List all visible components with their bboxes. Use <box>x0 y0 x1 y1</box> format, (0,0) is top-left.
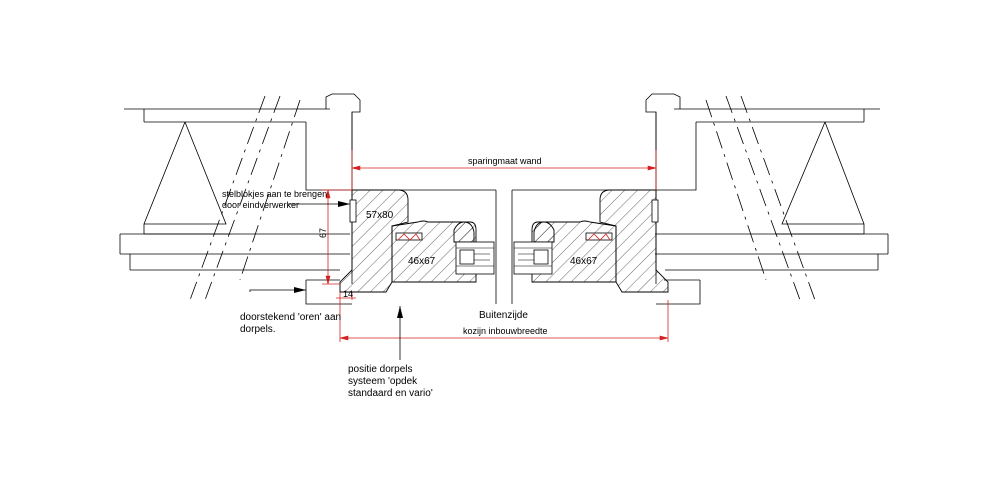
profile-57x80-label: 57x80 <box>366 210 394 221</box>
positie-text-2: systeem 'opdek <box>348 376 418 387</box>
stelblokjes-text-2: door eindverwerker <box>222 200 299 210</box>
dim-14-label: 14 <box>343 289 353 299</box>
oren-text-2: dorpels. <box>240 324 276 335</box>
positie-leader <box>397 306 403 360</box>
left-sash-profile <box>391 220 495 283</box>
positie-text-3: standaard en vario' <box>348 388 433 399</box>
sparingmaat-label: sparingmaat wand <box>468 156 542 166</box>
buitenzijde-label: Buitenzijde <box>479 310 528 321</box>
profile-46x67-left-label: 46x67 <box>408 256 436 267</box>
right-wall <box>645 93 889 305</box>
dimension-kozijn: kozijn inbouwbreedte <box>339 300 669 342</box>
dimension-67: 67 <box>318 189 352 285</box>
dimension-sparingmaat: sparingmaat wand <box>351 150 657 190</box>
stelblokjes-leader <box>288 201 350 207</box>
left-frame-profile <box>339 189 409 293</box>
profile-46x67-right-label: 46x67 <box>570 256 598 267</box>
positie-text-1: positie dorpels <box>348 364 412 375</box>
left-wall <box>119 93 361 305</box>
dimension-14: 14 <box>336 289 356 300</box>
right-sash-profile <box>513 220 617 283</box>
oren-text-1: doorstekend 'oren' aan <box>240 312 341 323</box>
right-frame-profile <box>599 189 669 293</box>
stelblokjes-text-1: stelblokjes aan te brengen <box>222 189 327 199</box>
dim-67-label: 67 <box>318 228 328 238</box>
kozijn-label: kozijn inbouwbreedte <box>463 326 548 336</box>
oren-leader <box>249 287 306 293</box>
